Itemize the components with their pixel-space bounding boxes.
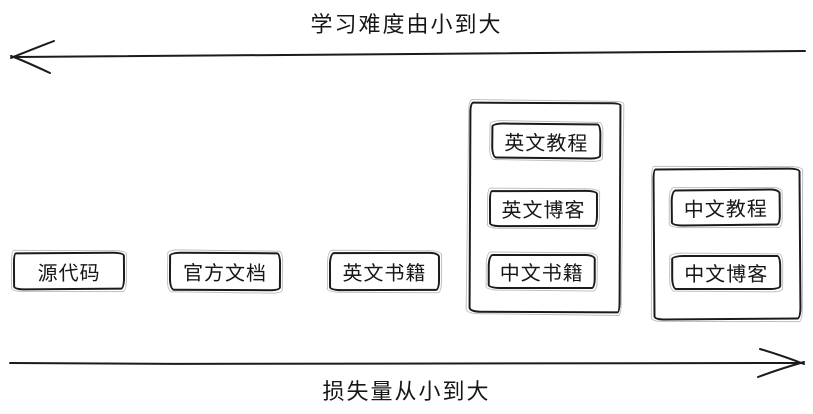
difficulty-axis-label: 学习难度由小到大 xyxy=(310,13,503,38)
node-english-books: 英文书籍 xyxy=(328,251,441,292)
group-english-resources: 英文教程 英文博客 中文书籍 xyxy=(468,101,622,314)
arrow-barb-lower xyxy=(757,361,805,378)
loss-right-arrow-icon xyxy=(9,348,805,378)
node-english-blogs: 英文博客 xyxy=(488,189,599,228)
node-chinese-books: 中文书籍 xyxy=(487,253,596,290)
loss-axis-label: 损失量从小到大 xyxy=(322,380,491,405)
arrow-shaft xyxy=(9,362,802,366)
group-chinese-resources: 中文教程 中文博客 xyxy=(652,167,802,321)
arrow-barb-lower xyxy=(10,55,51,74)
node-official-docs: 官方文档 xyxy=(168,251,282,292)
node-source-code: 源代码 xyxy=(12,251,126,291)
arrow-barb-upper xyxy=(759,348,805,365)
node-chinese-tutorials: 中文教程 xyxy=(670,188,781,227)
difficulty-left-arrow-icon xyxy=(10,40,806,74)
arrow-shaft xyxy=(15,50,806,58)
node-chinese-blogs: 中文博客 xyxy=(671,254,782,291)
node-english-tutorials: 英文教程 xyxy=(491,122,602,160)
arrow-barb-upper xyxy=(10,40,55,59)
